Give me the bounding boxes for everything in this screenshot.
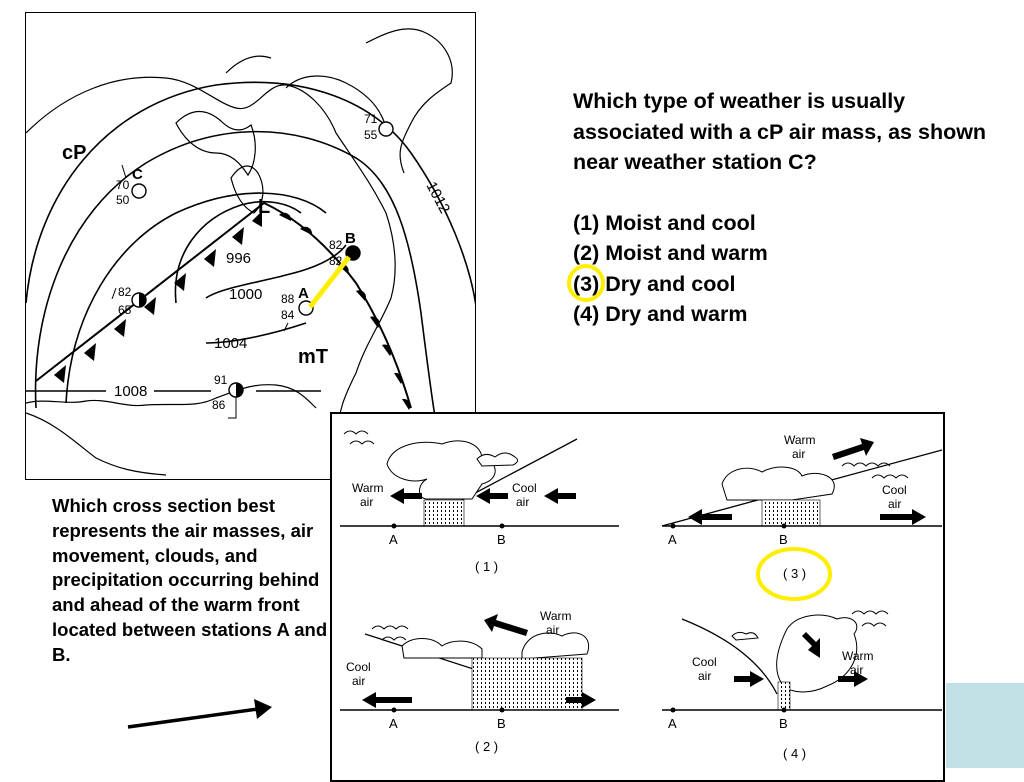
cp-airmass-label: cP bbox=[62, 142, 86, 164]
question-1: Which type of weather is usually associa… bbox=[573, 86, 1003, 330]
panel-1-left-air-2: air bbox=[360, 495, 373, 509]
isobar-1008-label: 1008 bbox=[114, 383, 147, 400]
panel-2-right-air-2: air bbox=[546, 623, 559, 637]
isobar-1012-label: 1012 bbox=[422, 179, 453, 216]
panel-4-label-b: B bbox=[779, 716, 788, 731]
pointer-arrow-icon bbox=[127, 699, 272, 729]
panel-1-right-air-2: air bbox=[516, 495, 529, 509]
isobar-labels: 996 1000 1004 1008 1012 bbox=[114, 179, 453, 400]
isobars bbox=[26, 81, 475, 424]
station-c-dewpoint: 50 bbox=[116, 193, 130, 207]
panel-3-number: ( 3 ) bbox=[783, 566, 806, 581]
station-w-dewpoint: 65 bbox=[118, 303, 132, 317]
cross-section-3[interactable]: A B Warm air Cool air ( 3 ) bbox=[661, 433, 943, 601]
cross-section-2[interactable]: A B Cool air Warm air ( 2 ) bbox=[340, 609, 619, 754]
station-s-temp: 91 bbox=[214, 373, 228, 387]
isobar-1004-label: 1004 bbox=[214, 335, 247, 352]
station-ne-dewpoint: 55 bbox=[364, 128, 378, 142]
panel-2-left-air-2: air bbox=[352, 674, 365, 688]
panel-2-label-a: A bbox=[389, 716, 398, 731]
answer-highlight-circle bbox=[567, 264, 605, 302]
answer-choice-1[interactable]: (1) Moist and cool bbox=[573, 210, 756, 235]
panel-2-left-air-1: Cool bbox=[346, 660, 371, 674]
station-s-dewpoint: 86 bbox=[212, 398, 226, 412]
question-2-text: Which cross section best represents the … bbox=[52, 495, 328, 665]
station-w: 82 65 bbox=[111, 285, 147, 317]
coastlines bbox=[26, 28, 453, 479]
panel-3-label-a: A bbox=[668, 532, 677, 547]
station-a-label: A bbox=[298, 285, 309, 302]
answer-choice-4[interactable]: (4) Dry and warm bbox=[573, 302, 748, 326]
cross-sections-svg: A B Warm air Cool air ( 1 ) A B Cool air… bbox=[340, 430, 943, 761]
warm-front bbox=[263, 202, 412, 410]
station-ne: 71 55 bbox=[364, 112, 394, 142]
station-b-dewpoint: 82 bbox=[329, 254, 343, 268]
panel-4-right-air-2: air bbox=[850, 663, 863, 677]
panel-1-label-b: B bbox=[497, 532, 506, 547]
weather-map: 996 1000 1004 1008 1012 bbox=[25, 12, 476, 480]
mt-airmass-label: mT bbox=[298, 346, 328, 368]
panel-3-right-air-1: Cool bbox=[882, 483, 907, 497]
panel-4-right-air-1: Warm bbox=[842, 649, 874, 663]
station-w-temp: 82 bbox=[118, 285, 132, 299]
station-c-temp: 70 bbox=[116, 178, 130, 192]
station-a: 88 84 A bbox=[281, 285, 314, 332]
cross-section-4[interactable]: A B Cool air Warm air ( 4 ) bbox=[662, 610, 942, 761]
panel-3-label-b: B bbox=[779, 532, 788, 547]
panel-4-left-air-2: air bbox=[698, 669, 711, 683]
decorative-teal-block bbox=[946, 683, 1024, 768]
cold-front bbox=[35, 202, 265, 383]
weather-map-svg: 996 1000 1004 1008 1012 bbox=[26, 28, 475, 479]
panel-1-right-air-1: Cool bbox=[512, 481, 537, 495]
panel-4-label-a: A bbox=[668, 716, 677, 731]
panel-1-label-a: A bbox=[389, 532, 398, 547]
station-a-temp: 88 bbox=[281, 292, 295, 306]
cross-sections-panel: A B Warm air Cool air ( 1 ) A B Cool air… bbox=[330, 412, 945, 782]
isobar-996-label: 996 bbox=[226, 250, 251, 267]
panel-3-right-air-2: air bbox=[888, 497, 901, 511]
panel-3-top-air-2: air bbox=[792, 447, 805, 461]
station-c: 70 50 C bbox=[116, 164, 147, 207]
panel-1-left-air-1: Warm bbox=[352, 481, 384, 495]
panel-3-top-air-1: Warm bbox=[784, 433, 816, 447]
isobar-1000-label: 1000 bbox=[229, 286, 262, 303]
panel-1-number: ( 1 ) bbox=[475, 559, 498, 574]
low-pressure-label: L bbox=[258, 196, 270, 218]
station-b-label: B bbox=[345, 230, 356, 247]
panel-2-number: ( 2 ) bbox=[475, 739, 498, 754]
answer-choice-2[interactable]: (2) Moist and warm bbox=[573, 241, 768, 265]
answer-choice-3[interactable]: (3) Dry and cool bbox=[573, 271, 736, 296]
highlight-ab-line bbox=[308, 255, 351, 309]
station-c-label: C bbox=[132, 166, 143, 183]
panel-3-highlight-circle bbox=[756, 547, 832, 601]
station-ne-temp: 71 bbox=[364, 112, 378, 126]
question-1-text: Which type of weather is usually associa… bbox=[573, 89, 987, 174]
panel-4-left-air-1: Cool bbox=[692, 655, 717, 669]
cross-section-1[interactable]: A B Warm air Cool air ( 1 ) bbox=[340, 430, 619, 574]
station-b-temp: 82 bbox=[329, 238, 343, 252]
station-a-dewpoint: 84 bbox=[281, 308, 295, 322]
panel-4-number: ( 4 ) bbox=[783, 746, 806, 761]
answer-choices: (1) Moist and cool (2) Moist and warm (3… bbox=[573, 208, 1003, 330]
station-b: 82 82 B bbox=[329, 230, 361, 268]
panel-2-right-air-1: Warm bbox=[540, 609, 572, 623]
station-s: 91 86 bbox=[212, 373, 244, 419]
panel-2-label-b: B bbox=[497, 716, 506, 731]
